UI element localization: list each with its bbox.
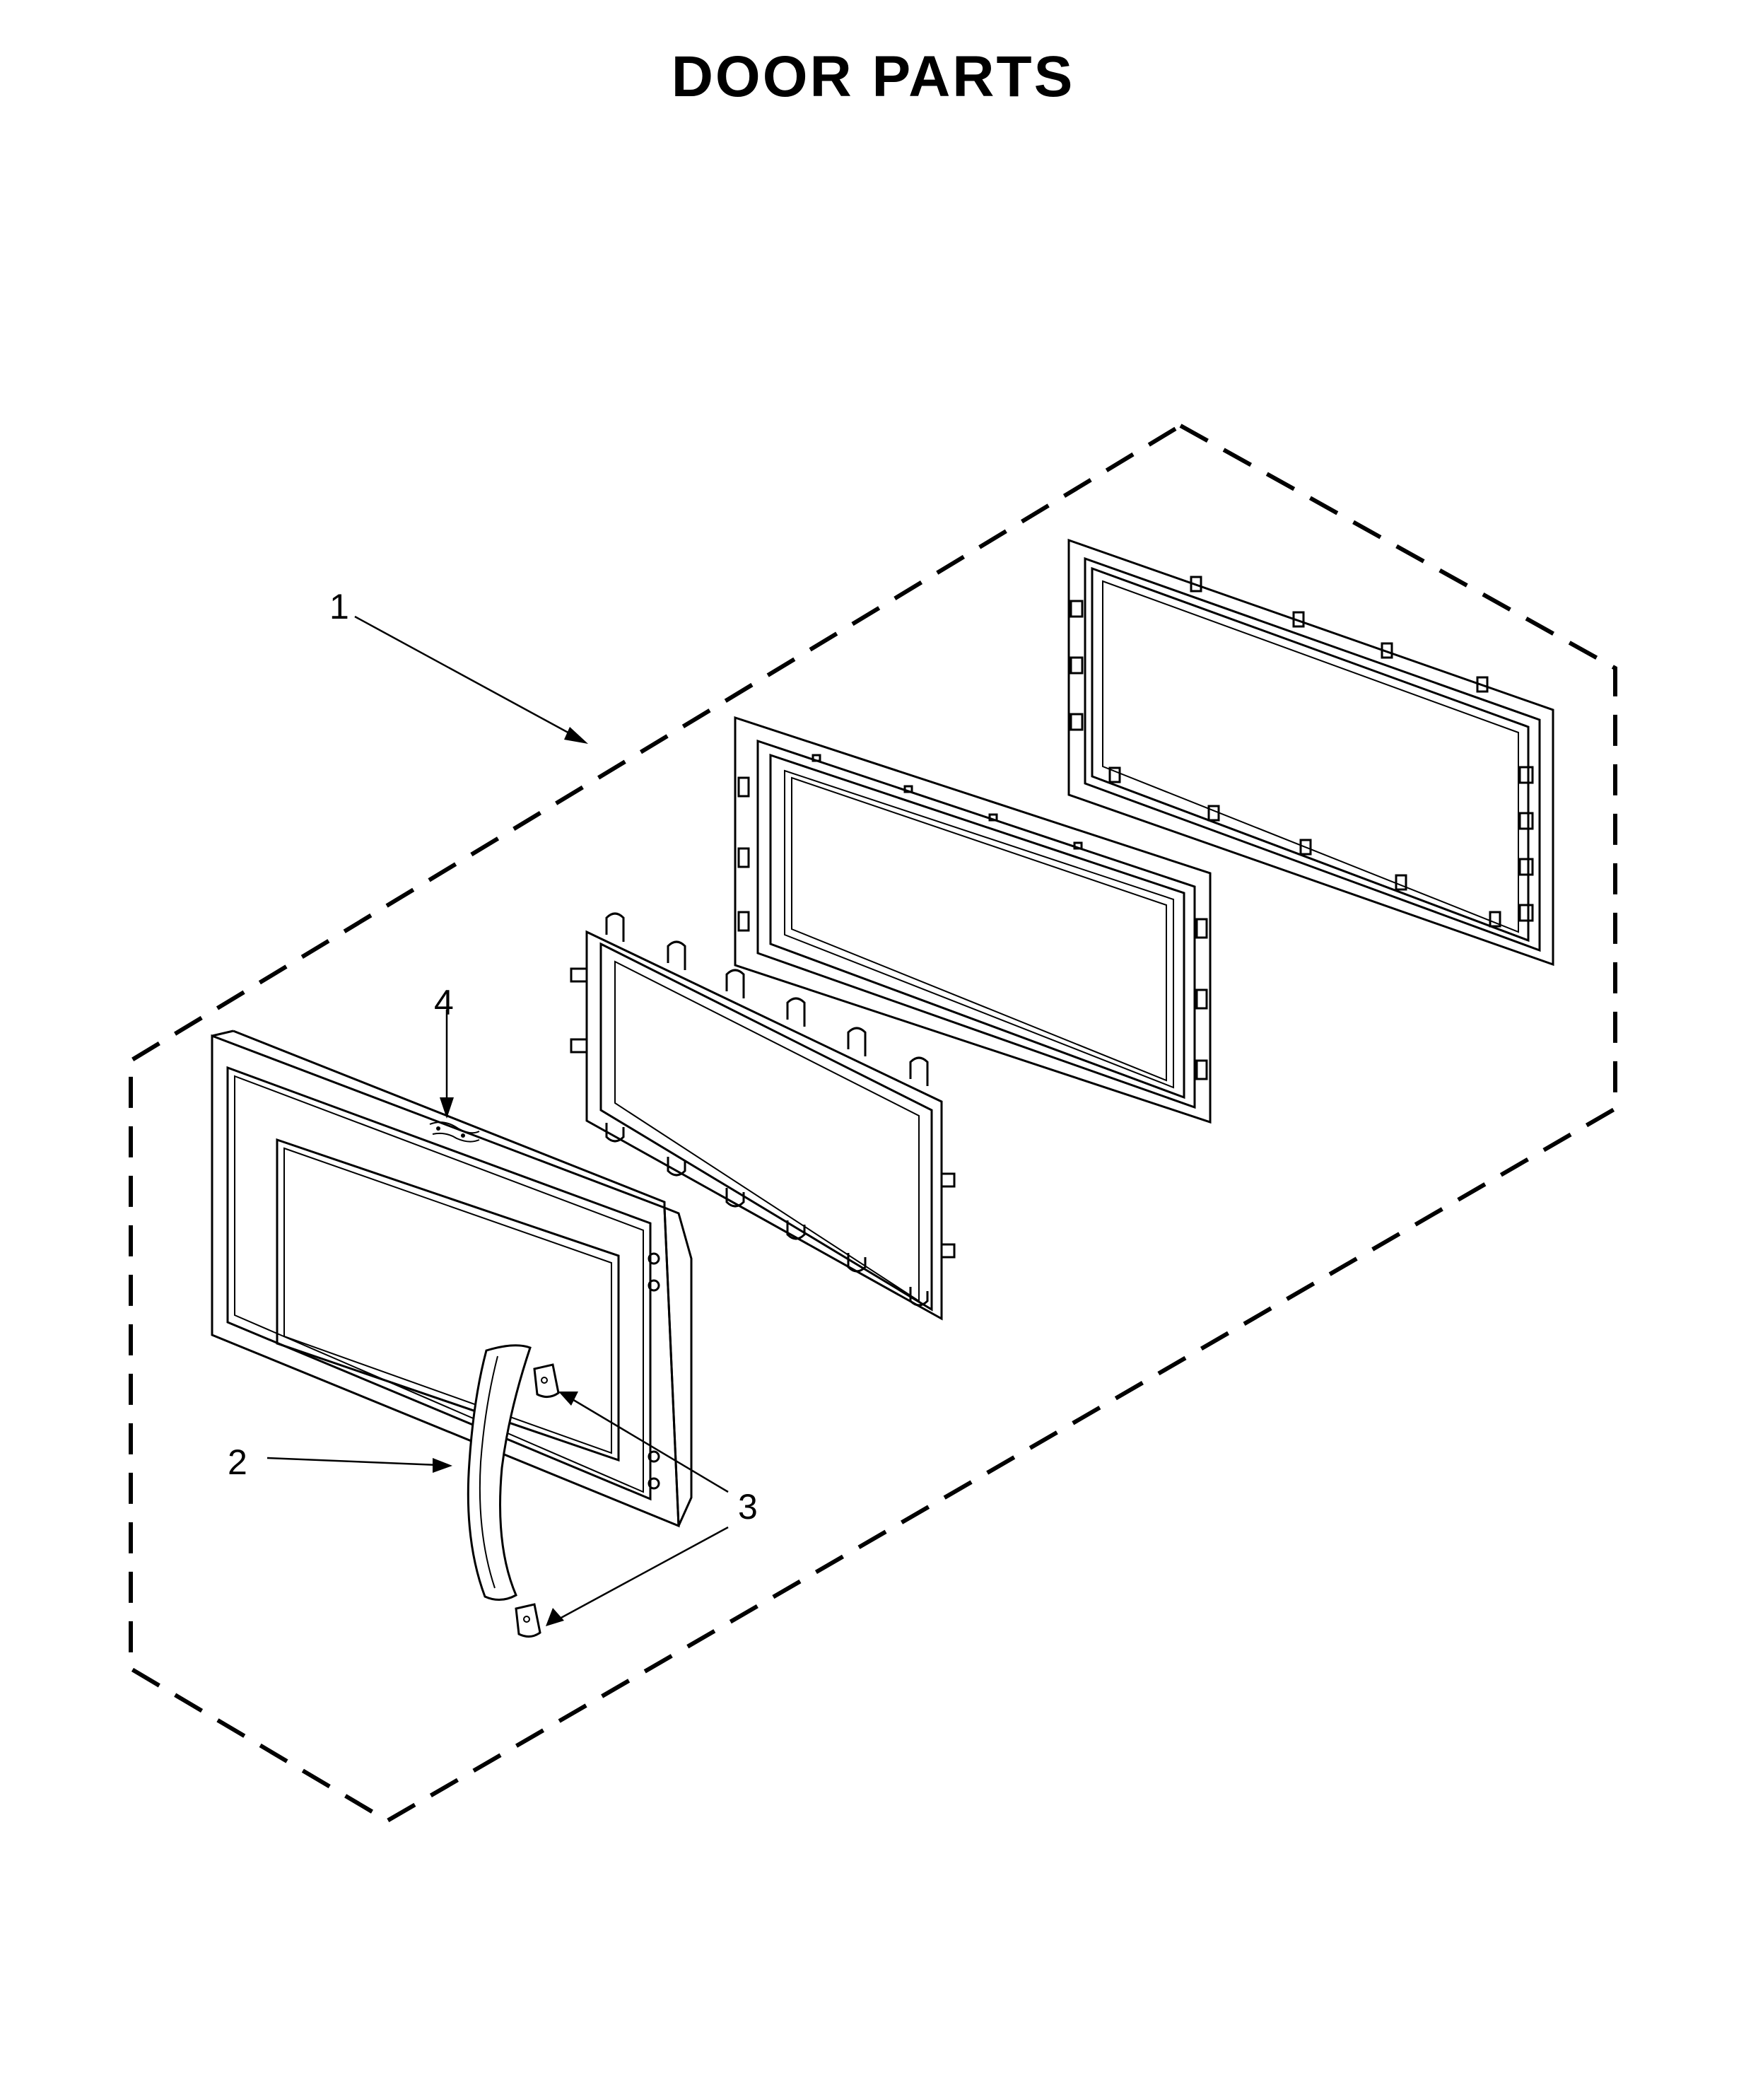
callout-4: 4 xyxy=(434,983,454,1022)
leader-arrow-2 xyxy=(433,1458,452,1473)
leader-arrow-4 xyxy=(440,1097,454,1119)
leader-line-2 xyxy=(266,1457,439,1466)
handle-plug-lower xyxy=(515,1603,541,1638)
outer-door-panel xyxy=(211,1029,693,1528)
door-glass-frame xyxy=(570,912,956,1321)
callout-3: 3 xyxy=(738,1487,758,1527)
inner-door-panel xyxy=(734,716,1212,1124)
leader-arrow-3a xyxy=(558,1392,578,1406)
brand-badge-icon xyxy=(429,1121,480,1143)
leader-line-3a xyxy=(570,1397,729,1493)
page-title: DOOR PARTS xyxy=(671,45,1075,109)
leader-line-3b xyxy=(558,1526,729,1621)
callout-2: 2 xyxy=(228,1442,247,1482)
leader-line-1 xyxy=(354,615,582,741)
handle-plug-upper xyxy=(533,1363,560,1398)
leader-arrow-3b xyxy=(546,1608,564,1626)
callout-1: 1 xyxy=(329,587,349,626)
door-handle xyxy=(467,1344,532,1601)
assembly-boundary xyxy=(129,423,1617,1824)
leader-arrow-1 xyxy=(564,727,588,744)
door-choke-frame xyxy=(1067,538,1554,967)
